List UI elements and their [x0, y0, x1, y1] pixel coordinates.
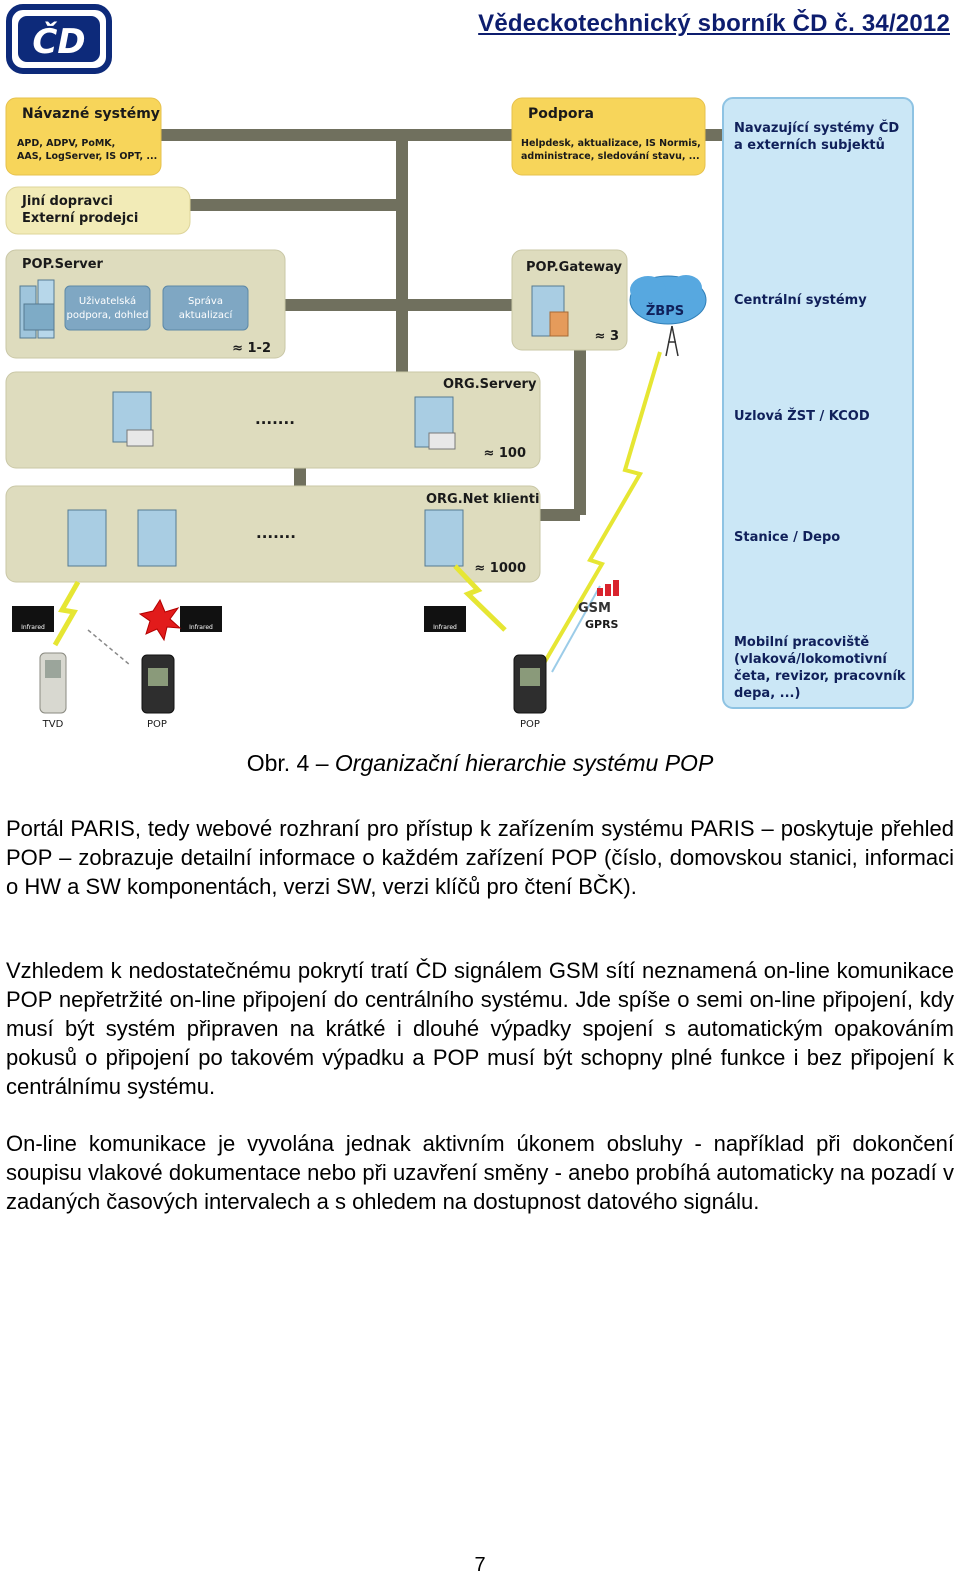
org-servery-title: ORG.Servery — [443, 377, 537, 392]
pop-device-icon — [513, 654, 547, 714]
right-panel-title-line1: Navazující systémy ČD — [734, 120, 899, 136]
pop-gateway-title: POP.Gateway — [526, 260, 623, 275]
cloud-icon — [629, 275, 707, 325]
server-icon — [414, 396, 456, 450]
lightning-icon — [52, 580, 81, 647]
gprs-label: GPRS — [585, 618, 619, 631]
navazne-line1: APD, ADPV, PoMK, — [17, 138, 115, 149]
pop-gateway-count: ≈ 3 — [595, 329, 619, 344]
tvd-label: TVD — [42, 719, 64, 730]
server-rack-icon — [19, 279, 55, 339]
navazne-title: Návazné systémy — [22, 106, 160, 122]
sprava-line2: aktualizací — [179, 309, 234, 321]
figure-caption: Obr. 4 – Organizační hierarchie systému … — [0, 750, 960, 777]
client-pc-icon — [67, 509, 107, 567]
org-net-count: ≈ 1000 — [474, 561, 526, 576]
cd-logo: ČD — [6, 4, 112, 74]
tvd-link — [87, 629, 131, 666]
infrared-badge-icon: Infrared — [180, 606, 222, 632]
zbps-label: ŽBPS — [646, 303, 684, 319]
mobilni-line1: Mobilní pracoviště — [734, 635, 869, 650]
pop-device-icon — [141, 654, 175, 714]
paragraph: Vzhledem k nedostatečnému pokrytí tratí … — [6, 958, 954, 1099]
gsm-logo-text: GSM — [578, 601, 611, 616]
navazne-line2: AAS, LogServer, IS OPT, ... — [17, 151, 157, 162]
error-burst-icon — [138, 598, 182, 642]
client-pc-icon — [424, 509, 464, 567]
gsm-logo-icon: GSM — [578, 580, 619, 616]
org-servery-count: ≈ 100 — [483, 446, 526, 461]
page-number: 7 — [474, 1554, 486, 1576]
podpora-line2: administrace, sledování stavu, ... — [521, 151, 700, 162]
org-servery-dots: ....... — [255, 410, 295, 428]
antenna-icon — [665, 325, 679, 357]
infrared-label: Infrared — [189, 624, 213, 631]
pop-hierarchy-diagram: Návazné systémy APD, ADPV, PoMK, AAS, Lo… — [0, 90, 960, 745]
paragraph: On-line komunikace je vyvolána jednak ak… — [6, 1131, 954, 1214]
right-panel-title-line2: a externích subjektů — [734, 138, 885, 153]
uzlova-zst-label: Uzlová ŽST / KCOD — [734, 408, 870, 424]
mobilni-line4: depa, ...) — [734, 686, 800, 701]
jini-line1: Jiní dopravci — [21, 194, 113, 209]
uzivatelska-podpora-box — [64, 285, 151, 331]
server-icon — [112, 391, 154, 447]
lightning-icon — [538, 351, 662, 672]
right-panel — [722, 97, 914, 709]
podpora-box — [511, 97, 706, 176]
infrared-label: Infrared — [21, 624, 45, 631]
pop-server-count: ≈ 1-2 — [232, 341, 271, 356]
lightning-icon — [453, 564, 507, 632]
uzivatelska-line1: Uživatelská — [79, 295, 136, 307]
paragraph: Portál PARIS, tedy webové rozhraní pro p… — [6, 816, 954, 899]
pop-label: POP — [520, 719, 540, 730]
jini-dopravci-box — [5, 186, 191, 235]
sprava-line1: Správa — [188, 295, 223, 307]
pop-server-title: POP.Server — [22, 257, 104, 272]
tvd-device-icon — [39, 652, 67, 714]
infrared-badge-icon: Infrared — [12, 606, 54, 632]
caption-title: Organizační hierarchie systému POP — [334, 750, 714, 776]
gateway-server-icon — [531, 285, 569, 337]
network-connections — [160, 129, 723, 521]
logo-text: ČD — [32, 21, 85, 62]
org-net-dots: ....... — [256, 524, 296, 542]
jini-line2: Externí prodejci — [22, 211, 138, 226]
stanice-depo-label: Stanice / Depo — [734, 530, 840, 545]
client-pc-icon — [137, 509, 177, 567]
org-net-title: ORG.Net klienti — [426, 492, 539, 507]
pop-label: POP — [147, 719, 167, 730]
navazne-systemy-box — [5, 97, 162, 176]
centralni-systemy-label: Centrální systémy — [734, 293, 867, 308]
sprava-aktualizaci-box — [162, 285, 249, 331]
mobilni-line2: (vlaková/lokomotivní — [734, 652, 888, 667]
journal-title: Vědeckotechnický sborník ČD č. 34/2012 — [478, 10, 950, 37]
mobilni-line3: četa, revizor, pracovník — [734, 669, 906, 684]
infrared-label: Infrared — [433, 624, 457, 631]
gprs-link — [551, 585, 601, 673]
caption-prefix: Obr. 4 – — [246, 750, 335, 776]
infrared-badge-icon: Infrared — [424, 606, 466, 632]
podpora-title: Podpora — [528, 106, 594, 122]
uzivatelska-line2: podpora, dohled — [67, 310, 149, 321]
podpora-line1: Helpdesk, aktualizace, IS Normis, — [521, 138, 701, 149]
